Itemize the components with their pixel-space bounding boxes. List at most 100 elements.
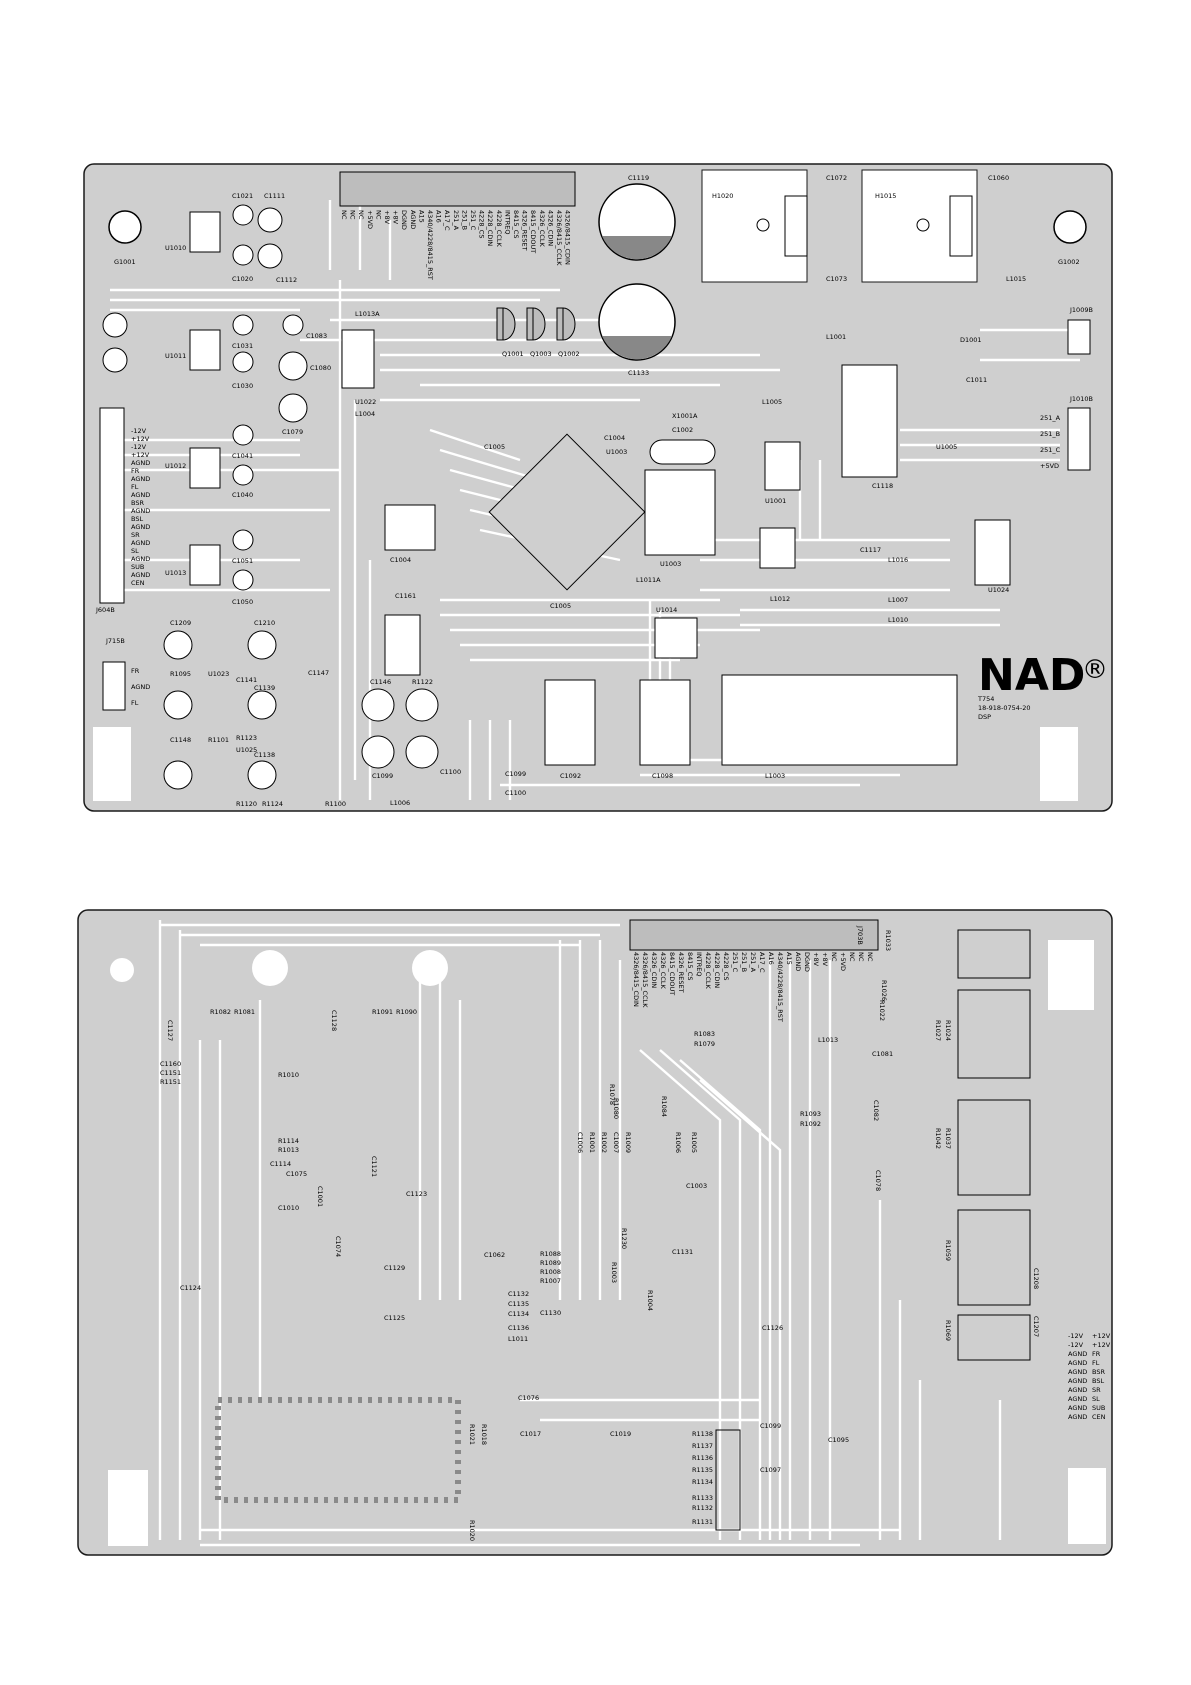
- bottom-mid-capacitors: [163, 630, 439, 790]
- svg-text:CEN: CEN: [131, 579, 145, 587]
- u1014-ic: [654, 617, 698, 659]
- r1131-r1138-array: [715, 1429, 741, 1531]
- svg-text:C1011: C1011: [966, 376, 987, 384]
- bottom-top-right-pad: [1048, 940, 1094, 1010]
- bottom-ref-labels: C1127 R1082 R1081 C1128 R1091 R1090 C116…: [160, 930, 1040, 1541]
- svg-text:C1139: C1139: [254, 684, 275, 692]
- j703b-pin-label: INTREQ: [695, 952, 703, 977]
- svg-text:C1040: C1040: [232, 491, 253, 499]
- svg-text:D1001: D1001: [960, 336, 982, 344]
- svg-text:C1060: C1060: [988, 174, 1009, 182]
- resistor-array-2: [957, 989, 1031, 1079]
- board-name: DSP: [978, 713, 991, 721]
- svg-text:C1151: C1151: [160, 1069, 181, 1077]
- svg-text:AGND: AGND: [1068, 1359, 1087, 1367]
- u1016-ic: [764, 441, 801, 491]
- top-right-pad: [1040, 727, 1078, 801]
- j715b-pin-fr: FR: [131, 667, 140, 675]
- svg-text:C1006: C1006: [576, 1132, 584, 1153]
- svg-text:C1099: C1099: [760, 1422, 781, 1430]
- svg-text:C1138: C1138: [254, 751, 275, 759]
- c1133-ref: C1133: [628, 369, 649, 377]
- svg-text:C1100: C1100: [440, 768, 461, 776]
- u1012-opamp: [189, 447, 221, 489]
- svg-text:C1127: C1127: [166, 1020, 174, 1041]
- j703b-pin-label: 4228_CS: [722, 952, 730, 980]
- svg-text:L1012: L1012: [770, 595, 790, 603]
- top-left-pad: [93, 727, 131, 801]
- top-header-pin-label: +8V: [383, 210, 391, 225]
- svg-text:AGND: AGND: [1068, 1386, 1087, 1394]
- svg-text:CEN: CEN: [1092, 1413, 1106, 1421]
- svg-text:SL: SL: [131, 547, 139, 555]
- svg-text:R1151: R1151: [160, 1078, 181, 1086]
- svg-text:SL: SL: [1092, 1395, 1100, 1403]
- svg-text:U1025: U1025: [236, 746, 257, 754]
- x1001a-crystal: [649, 439, 716, 465]
- j1009b-ref: J1009B: [1069, 306, 1093, 314]
- j703b-pin-label: 4326_RESET: [677, 952, 685, 993]
- svg-text:C1209: C1209: [170, 619, 191, 627]
- u1001-ref: C1005: [550, 602, 571, 610]
- svg-text:C1030: C1030: [232, 382, 253, 390]
- svg-text:C1075: C1075: [286, 1170, 307, 1178]
- svg-text:-12V: -12V: [1068, 1332, 1084, 1340]
- svg-text:FR: FR: [131, 467, 140, 475]
- j715b-pin-agnd: AGND: [131, 683, 150, 691]
- svg-text:C1100: C1100: [505, 789, 526, 797]
- resistor-array-1: [957, 929, 1031, 979]
- top-header-pin-label: 4228_CDIN: [486, 210, 494, 246]
- u1012-ref: U1012: [165, 462, 186, 470]
- j703b-pin-label: 4228_CDIN: [713, 952, 721, 988]
- svg-text:C1130: C1130: [540, 1309, 561, 1317]
- j1010b-pin-251a: 251_A: [1040, 414, 1061, 422]
- svg-text:C1080: C1080: [310, 364, 331, 372]
- u1011-opamp: [189, 329, 221, 371]
- l1013a-ref: L1013A: [355, 310, 380, 318]
- svg-text:FR: FR: [1092, 1350, 1101, 1358]
- svg-text:R1022: R1022: [878, 1000, 886, 1021]
- svg-text:C1078: C1078: [874, 1170, 882, 1191]
- g1001-jack: [108, 210, 142, 244]
- svg-text:BSL: BSL: [1092, 1377, 1104, 1385]
- g1001-ref: G1001: [114, 258, 136, 266]
- top-traces: [110, 200, 1080, 800]
- u1021-ic: [384, 614, 421, 676]
- svg-text:C1062: C1062: [484, 1251, 505, 1259]
- svg-text:SR: SR: [1092, 1386, 1101, 1394]
- svg-text:L1004: L1004: [355, 410, 375, 418]
- svg-text:R1033: R1033: [884, 930, 892, 951]
- svg-text:R1059: R1059: [944, 1240, 952, 1261]
- svg-text:C1004: C1004: [604, 434, 625, 442]
- top-header-pin-label: NC: [349, 210, 357, 220]
- j703b-pin-label: 4228_CCLK: [704, 952, 712, 989]
- svg-text:C1050: C1050: [232, 598, 253, 606]
- u1013-opamp: [189, 544, 221, 586]
- top-header-pins: [339, 171, 576, 207]
- svg-text:C1136: C1136: [508, 1324, 529, 1332]
- j703b-pin-label: 4326_CDIN: [650, 952, 658, 988]
- resistor-array-3: [957, 1099, 1031, 1196]
- svg-text:C1007: C1007: [612, 1132, 620, 1153]
- bottom-left-pad: [108, 1470, 148, 1546]
- j1010b-pin-251b: 251_B: [1040, 430, 1060, 438]
- j703b-pin-label: A15: [785, 952, 793, 965]
- bottom-round-pads: [110, 950, 448, 986]
- top-header-pin-label: 4326_CCLK: [538, 210, 546, 247]
- u1013-ref: U1013: [165, 569, 186, 577]
- svg-text:C1123: C1123: [406, 1190, 427, 1198]
- top-header-pin-label: DGND: [400, 210, 408, 230]
- svg-text:R1027: R1027: [934, 1020, 942, 1041]
- g1002-ref: G1002: [1058, 258, 1080, 266]
- u1007-footprint: [215, 1397, 461, 1503]
- top-header-pin-label: 251_A: [452, 210, 460, 231]
- svg-text:R1013: R1013: [278, 1146, 299, 1154]
- svg-text:C1126: C1126: [762, 1324, 783, 1332]
- j703b-pin-label: 251_B: [740, 952, 748, 972]
- svg-text:C1146: C1146: [370, 678, 391, 686]
- u1009-ic: [639, 679, 691, 766]
- bottom-traces: [158, 920, 1002, 1547]
- svg-text:L1001: L1001: [826, 333, 846, 341]
- svg-text:R1120: R1120: [236, 800, 257, 808]
- u1005-ic: [841, 364, 898, 478]
